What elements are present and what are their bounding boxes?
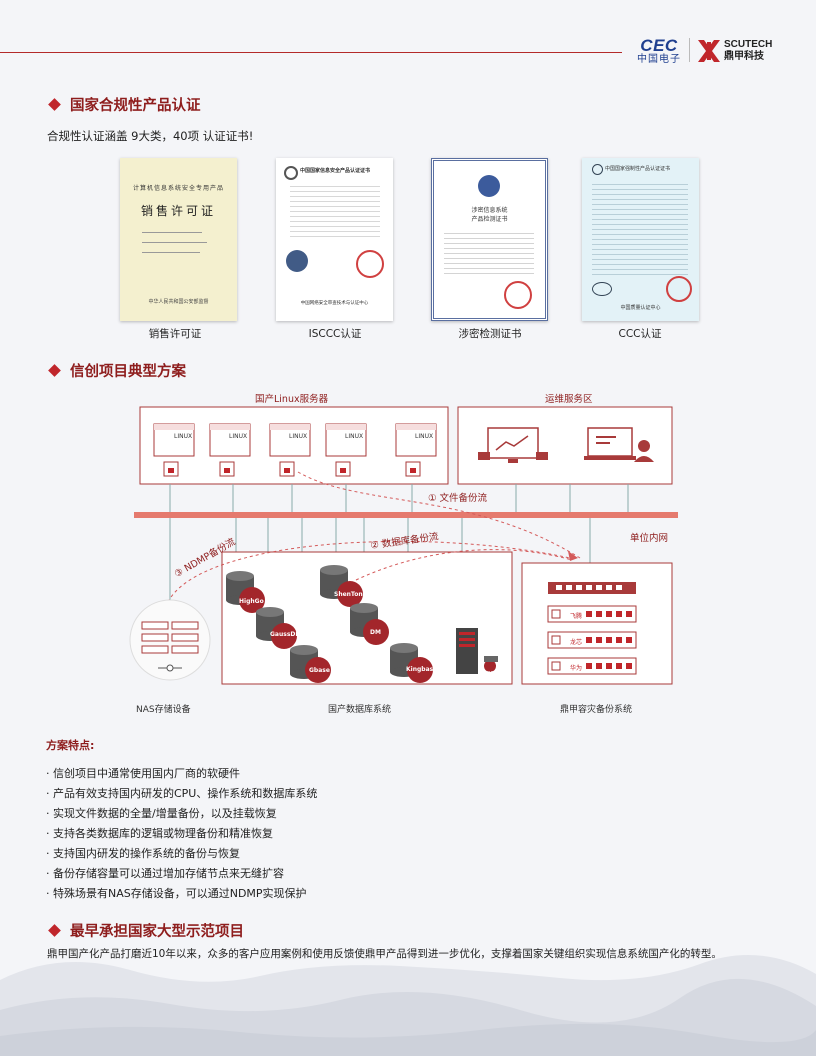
feature-item: · 产品有效支持国内研发的CPU、操作系统和数据库系统 <box>46 787 318 800</box>
label-nas: NAS存储设备 <box>136 705 191 715</box>
caption-isccc: ISCCC认证 <box>308 328 362 340</box>
label-file-backup-flow: ① 文件备份流 <box>428 493 488 504</box>
header-rule <box>0 52 622 53</box>
linux-tag: LINUX <box>174 433 193 440</box>
section-title-demo-projects: 最早承担国家大型示范项目 <box>47 920 244 941</box>
label-linux-servers: 国产Linux服务器 <box>255 394 329 405</box>
feature-item: · 支持各类数据库的逻辑或物理备份和精准恢复 <box>46 827 273 840</box>
feature-item: · 备份存储容量可以通过增加存储节点来无缝扩容 <box>46 867 284 880</box>
emblem-icon <box>286 250 308 272</box>
db-backup-flow <box>355 549 573 581</box>
demo-projects-body: 鼎甲国产化产品打磨近10年以来，众多的客户应用案例和使用反馈使鼎甲产品得到进一步… <box>47 948 722 960</box>
caption-classified-test: 涉密检测证书 <box>458 328 522 340</box>
linux-tag: LINUX <box>345 433 364 440</box>
label-db-system: 国产数据库系统 <box>328 705 392 715</box>
linux-tag: LINUX <box>289 433 308 440</box>
appliance-tag-huawei: 华为 <box>570 665 583 672</box>
db-label-db: DB <box>487 671 495 677</box>
section-title-certification: 国家合规性产品认证 <box>47 94 201 115</box>
caption-sales-license: 销售许可证 <box>148 328 202 340</box>
label-ops-zone: 运维服务区 <box>545 394 593 405</box>
server-icons <box>153 423 437 477</box>
label-network: 单位内网 <box>630 533 669 544</box>
solution-diagram <box>129 406 678 685</box>
certification-intro: 合规性认证涵盖 9大类，40项 认证证书! <box>47 129 254 143</box>
db-label-gbase: Gbase <box>309 667 330 674</box>
backup-appliance-icons <box>547 582 637 675</box>
db-label-gaussdb: GaussDB <box>270 631 300 638</box>
network-bar <box>134 512 678 518</box>
certificate-classified-test: 涉密信息系统 产品检测证书 <box>431 158 548 321</box>
diamond-icon <box>48 364 61 377</box>
mountain-background <box>0 955 816 1056</box>
diamond-icon <box>48 98 61 111</box>
label-backup-system: 鼎甲容灾备份系统 <box>560 705 633 715</box>
file-backup-flow <box>297 471 581 559</box>
db-label-highgo: HighGo <box>239 598 264 605</box>
certificate-isccc: 中国国家信息安全产品认证证书 中国网络安全审查技术与认证中心 <box>276 158 393 321</box>
appliance-tag-loongson: 龙芯 <box>570 639 583 646</box>
red-stamp-icon <box>666 276 692 302</box>
feature-item: · 特殊场景有NAS存储设备，可以通过NDMP实现保护 <box>46 887 307 900</box>
ccc-mark-icon <box>592 282 612 296</box>
db-label-shentong: ShenTong <box>334 591 367 598</box>
database-icons <box>226 565 498 683</box>
ccc-logo-icon <box>592 164 603 175</box>
isccc-logo-icon <box>284 166 298 180</box>
scutech-logo: SCUTECH 鼎甲科技 <box>696 38 776 64</box>
caption-ccc: CCC认证 <box>618 328 662 340</box>
certificate-sales-license: 计算机信息系统安全专用产品 销售许可证 中华人民共和国公安部监督 <box>120 158 237 321</box>
features-title: 方案特点: <box>46 739 95 752</box>
logo-divider <box>689 38 690 62</box>
cec-logo: CEC 中国电子 <box>637 36 681 65</box>
nas-device-icon <box>129 599 211 681</box>
appliance-tag-feiteng: 飞腾 <box>570 613 583 620</box>
monitor-icon <box>478 427 548 463</box>
linux-tag: LINUX <box>229 433 248 440</box>
ndmp-backup-flow <box>167 540 571 603</box>
feature-item: · 信创项目中通常使用国内厂商的软硬件 <box>46 767 240 780</box>
admin-workstation-icon <box>584 427 654 462</box>
certificate-ccc: 中国国家强制性产品认证证书 中国质量认证中心 <box>582 158 699 321</box>
db-label-kingbase: Kingbase <box>406 666 438 673</box>
section-title-solution: 信创项目典型方案 <box>47 360 186 381</box>
linux-tag: LINUX <box>415 433 434 440</box>
red-stamp-icon <box>504 281 532 309</box>
diamond-icon <box>48 924 61 937</box>
scutech-mark-icon <box>698 40 720 62</box>
seal-icon <box>478 175 500 197</box>
red-stamp-icon <box>356 250 384 278</box>
feature-item: · 支持国内研发的操作系统的备份与恢复 <box>46 847 240 860</box>
db-label-dm: DM <box>370 629 381 636</box>
feature-item: · 实现文件数据的全量/增量备份，以及挂载恢复 <box>46 807 277 820</box>
